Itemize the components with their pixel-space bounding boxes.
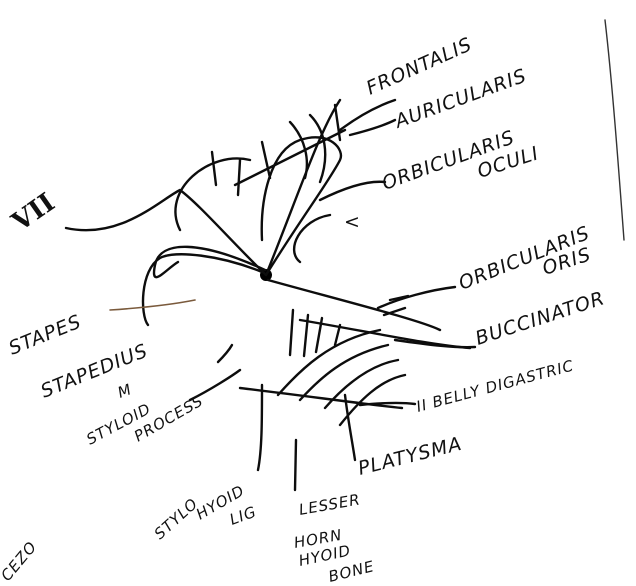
stylohyoid-label-3: LIG xyxy=(227,502,259,528)
orbicularis-oculi-leader xyxy=(320,182,385,200)
mandibular-line xyxy=(240,388,402,408)
buccinator-label: BUCCINATOR xyxy=(473,287,608,350)
stylohyoid-leader xyxy=(258,385,262,470)
buccal-branch xyxy=(300,320,470,348)
stapes-leader xyxy=(110,300,195,310)
digastric-leader xyxy=(360,403,415,405)
stapes-label: STAPES xyxy=(6,311,85,360)
center-label: < xyxy=(344,211,361,233)
tick-b xyxy=(238,160,240,195)
tick-e xyxy=(310,115,325,182)
stapedius-curve xyxy=(218,345,232,362)
cervical-1 xyxy=(278,330,380,395)
auricularis-leader xyxy=(350,120,395,135)
nerve-label: VII xyxy=(6,188,60,239)
page-edge-line xyxy=(605,20,624,240)
lesser-horn-label: LESSER xyxy=(298,490,362,519)
mid-tick-4 xyxy=(335,325,340,345)
tick-d xyxy=(290,122,307,178)
mid-tick-1 xyxy=(290,310,293,355)
nerve-arc-left xyxy=(143,254,262,325)
stylohyoid-label-1: STYLO xyxy=(151,494,202,543)
platysma-leader xyxy=(345,395,355,460)
tick-c xyxy=(262,142,270,178)
stapedius-label-1: STAPEDIUS xyxy=(38,340,152,403)
lesser-horn-leader xyxy=(295,440,296,490)
zygomatic-branch xyxy=(268,280,440,330)
frontalis-leader xyxy=(340,100,395,130)
cervical-2 xyxy=(300,345,388,400)
frontalis-branch xyxy=(268,100,340,270)
tick-a xyxy=(212,152,216,185)
oris-leader xyxy=(378,287,455,308)
corner-label: CEZO xyxy=(0,538,41,585)
nerve-bowl xyxy=(154,247,265,277)
cross-bar-1 xyxy=(235,130,345,185)
stapedius-label-2: M xyxy=(115,380,134,402)
digastric-label: II BELLY DIGASTRIC xyxy=(414,356,576,415)
platysma-label: PLATYSMA xyxy=(356,433,464,480)
